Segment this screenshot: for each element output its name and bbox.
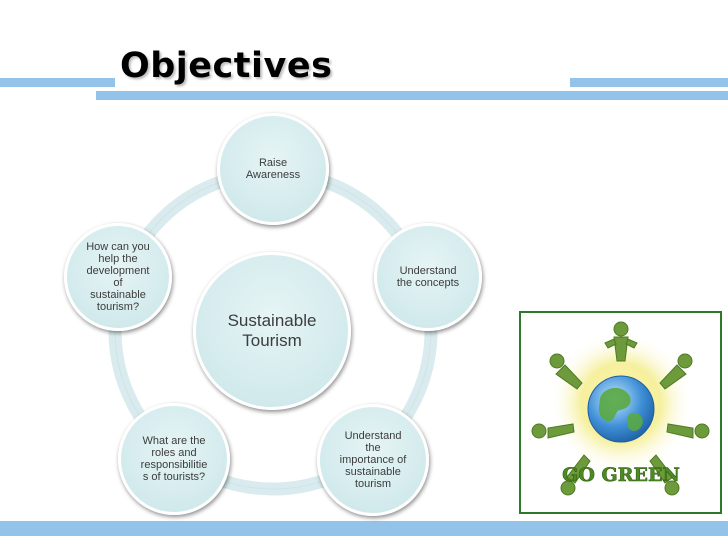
slide-title: Objectives [120,46,333,86]
node-understand-importance: Understand the importance of sustainable… [317,404,429,516]
footer-bar [0,521,728,536]
node-label: Raise Awareness [245,157,301,181]
header-bar-left [0,78,115,87]
go-green-globe-people-icon: GO GREEN [531,321,710,496]
center-node: Sustainable Tourism [193,252,351,410]
go-green-logo: GO GREEN [519,311,722,514]
node-help-development: How can you help the development of sust… [64,223,172,331]
node-label: Understand the importance of sustainable… [339,430,407,490]
node-raise-awareness: Raise Awareness [217,113,329,225]
node-label: How can you help the development of sust… [86,241,150,313]
logo-text: GO GREEN [562,464,680,486]
node-understand-concepts: Understand the concepts [374,223,482,331]
node-label: What are the roles and responsibilitie s… [140,435,208,483]
header-underline-bar [96,91,728,100]
node-label: Understand the concepts [396,265,460,289]
header-bar-right [570,78,728,87]
center-node-label: Sustainable Tourism [227,311,317,350]
node-roles-responsibilities: What are the roles and responsibilitie s… [118,403,230,515]
